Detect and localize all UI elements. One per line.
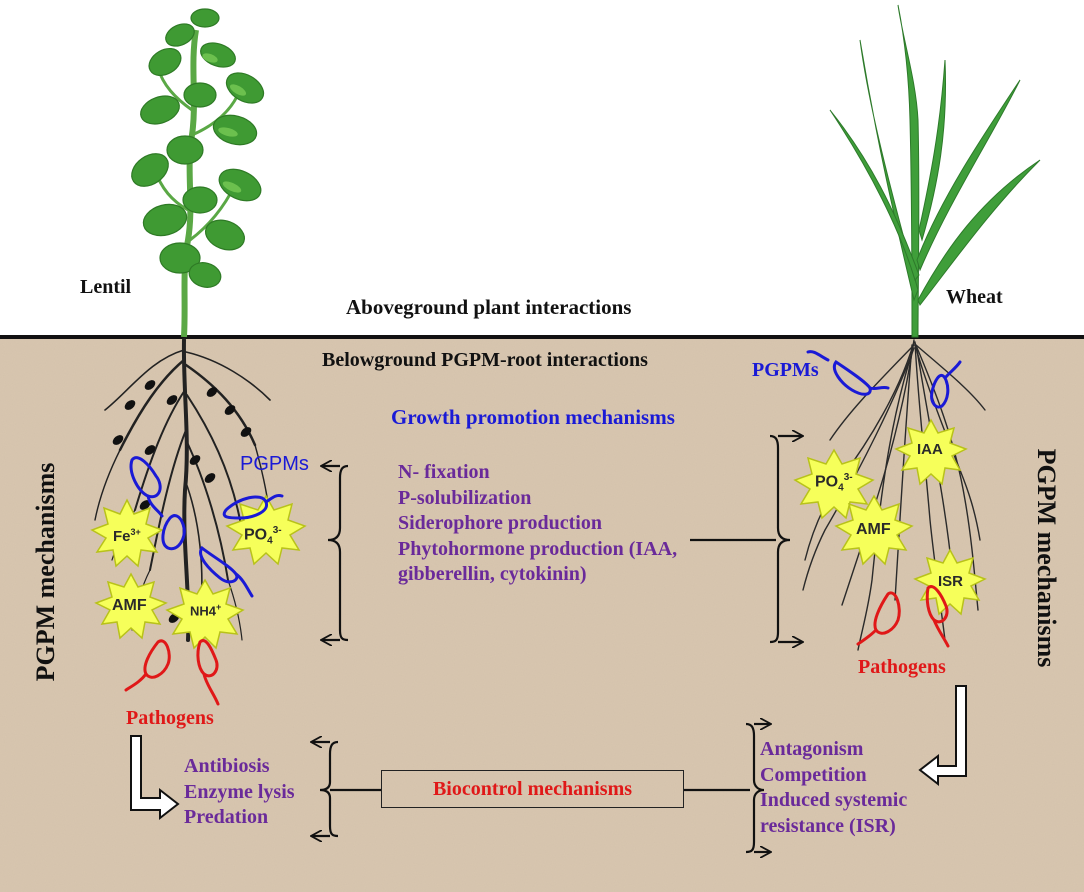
biocontrol-title: Biocontrol mechanisms xyxy=(432,778,633,800)
biocontrol-item: Induced systemic xyxy=(760,789,908,811)
pgpms-label-right: PGPMs xyxy=(752,359,819,381)
biocontrol-item: Predation xyxy=(184,806,269,828)
growth-mechanisms-title: Growth promotion mechanisms xyxy=(391,405,675,429)
pgpm-mechanisms-label-right: PGPM mechanisms xyxy=(1032,448,1061,668)
soil-region xyxy=(0,338,1084,892)
growth-mechanism-item: gibberellin, cytokinin) xyxy=(398,563,587,585)
pgpm-mechanisms-label-left: PGPM mechanisms xyxy=(31,462,60,682)
lentil-label: Lentil xyxy=(80,276,132,298)
biocontrol-box: Biocontrol mechanisms xyxy=(381,770,684,808)
biocontrol-item: resistance (ISR) xyxy=(760,814,896,837)
biocontrol-connectors xyxy=(312,724,770,852)
pathogens-label-left: Pathogens xyxy=(126,707,214,729)
pgpms-label-left: PGPMs xyxy=(240,453,309,475)
amf-badge-label-left: AMF xyxy=(112,597,147,614)
iaa-badge-label: IAA xyxy=(917,441,943,458)
growth-mechanism-item: Siderophore production xyxy=(398,512,602,534)
isr-badge-label: ISR xyxy=(938,573,964,590)
fe-badge-label: Fe3+ xyxy=(113,527,141,545)
biocontrol-item: Antagonism xyxy=(760,738,864,760)
aboveground-label: Aboveground plant interactions xyxy=(346,295,632,319)
biocontrol-item: Competition xyxy=(760,763,867,786)
biocontrol-left-list: Antibiosis Enzyme lysis Predation xyxy=(184,754,295,831)
biocontrol-item: Antibiosis xyxy=(184,755,270,777)
wheat-shoot xyxy=(829,4,1041,338)
lentil-shoot xyxy=(131,8,265,338)
po4-badge-label-left: PO43- xyxy=(244,525,282,547)
pgpm-microbes xyxy=(129,350,962,598)
wheat-label: Wheat xyxy=(946,286,1003,308)
po4-badge-label-right: PO43- xyxy=(815,472,853,494)
pathogens-label-right: Pathogens xyxy=(858,656,946,678)
amf-badge-label-right: AMF xyxy=(856,521,891,538)
lentil-nodules xyxy=(112,380,252,623)
belowground-label: Belowground PGPM-root interactions xyxy=(322,349,648,371)
growth-mechanism-connectors xyxy=(322,436,802,642)
badge-shapes xyxy=(90,418,987,650)
growth-mechanism-item: P-solubilization xyxy=(398,486,532,509)
biocontrol-item: Enzyme lysis xyxy=(184,780,295,803)
growth-mechanism-item: N- fixation xyxy=(398,461,490,483)
pathogen-flow-arrows xyxy=(130,685,967,821)
pathogen-microbes xyxy=(124,585,950,706)
growth-mechanism-list: N- fixation P-solubilization Siderophore… xyxy=(398,460,677,588)
growth-mechanism-item: Phytohormone production (IAA, xyxy=(398,537,678,560)
biocontrol-right-list: Antagonism Competition Induced systemic … xyxy=(760,737,907,839)
nh4-badge-label: NH4+ xyxy=(190,602,222,619)
